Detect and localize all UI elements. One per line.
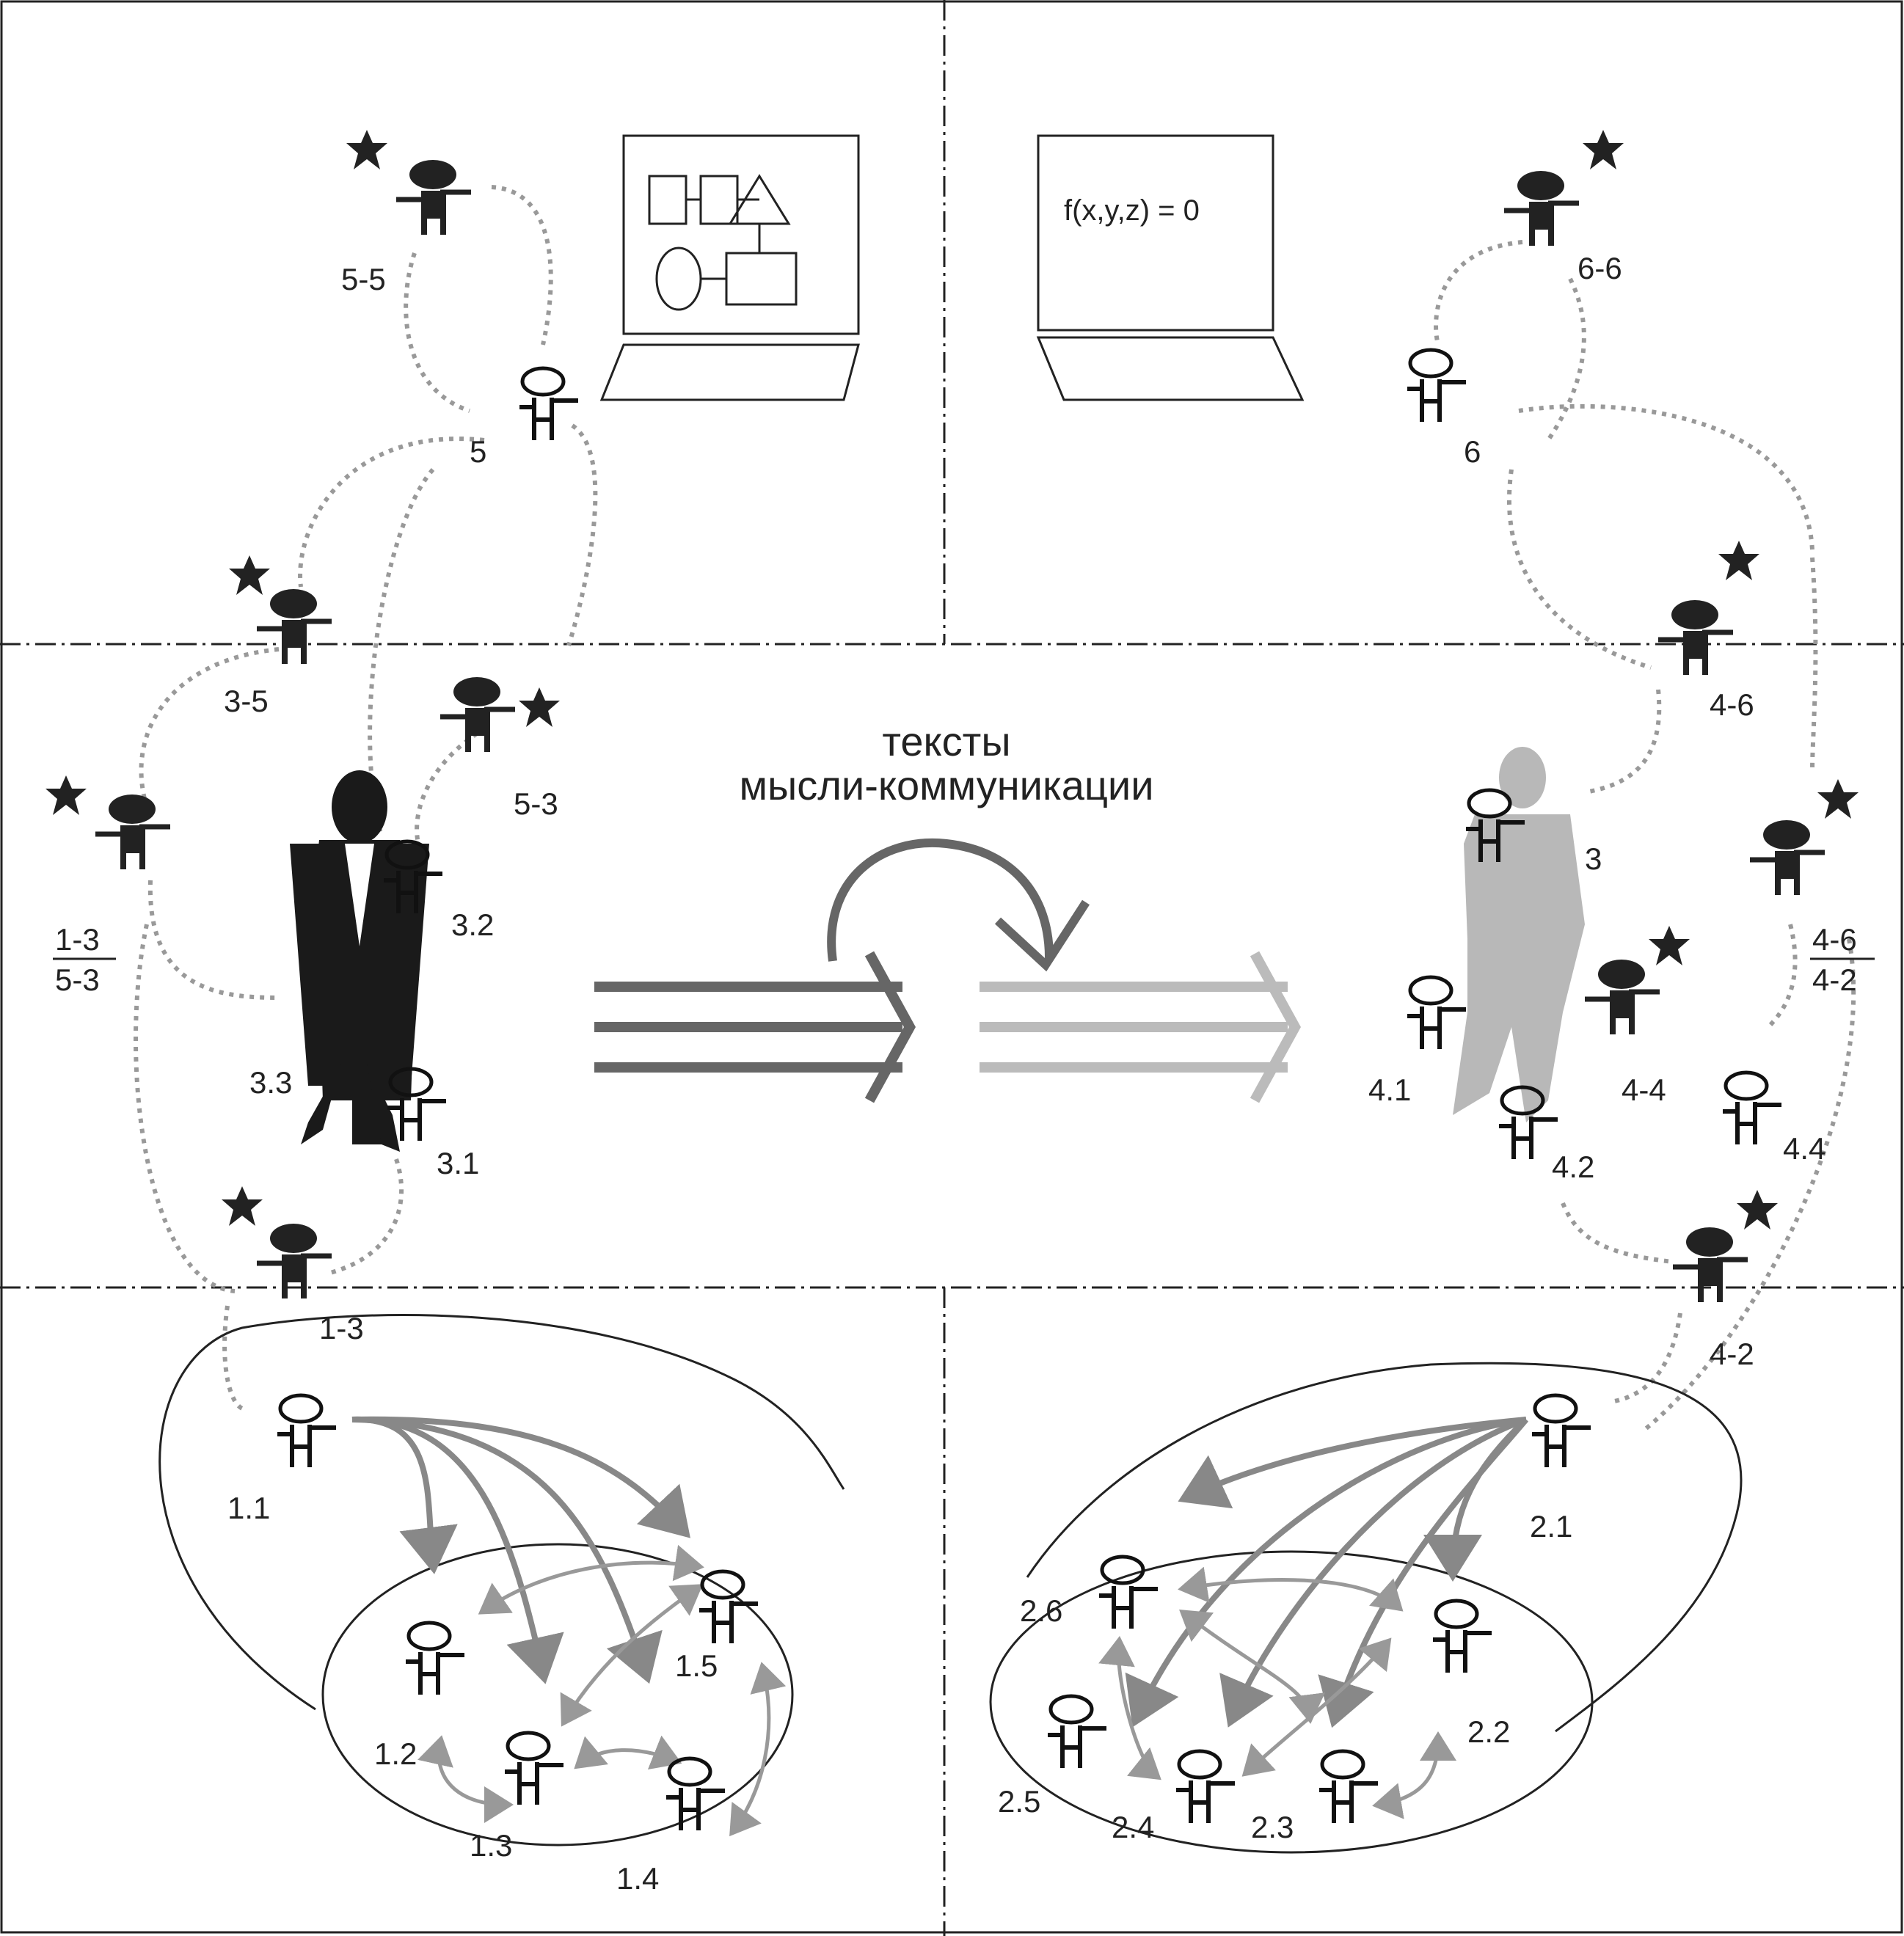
laptop-right — [1036, 134, 1305, 401]
labels: 5-5 5 3-5 5-3 1-3 5-3 3.2 3.3 3.1 1-3 6-… — [53, 251, 1875, 1896]
label-4-2b: 4-2 — [1710, 1337, 1754, 1371]
label-3-3: 3.3 — [249, 1065, 292, 1100]
label-2-3: 2.3 — [1251, 1810, 1294, 1844]
caption-line-2: мысли-коммуникации — [740, 762, 1154, 808]
label-2-1: 2.1 — [1530, 1509, 1572, 1544]
label-1-1: 1.1 — [227, 1491, 270, 1525]
curved-arrow — [827, 838, 1090, 972]
dotted-links — [134, 185, 1856, 1433]
label-1-5: 1.5 — [675, 1648, 718, 1683]
label-3: 3 — [1585, 841, 1602, 876]
laptop-left — [599, 134, 860, 401]
group-1-ellipse — [158, 1314, 845, 1846]
label-4-6-den: 4-2 — [1812, 962, 1857, 997]
label-2-2: 2.2 — [1467, 1714, 1510, 1749]
screen-formula: f(x,y,z) = 0 — [1064, 194, 1200, 227]
label-4-4a: 4-4 — [1622, 1073, 1666, 1107]
label-5: 5 — [470, 434, 486, 469]
label-1-3: 1-3 — [319, 1311, 364, 1345]
center-arrow-dark — [594, 951, 916, 1103]
label-3-2: 3.2 — [451, 907, 494, 942]
businessman-dark-icon — [290, 770, 429, 1152]
label-2-6: 2.6 — [1020, 1593, 1062, 1628]
label-4-6: 4-6 — [1710, 687, 1754, 722]
businessman-light-icon — [1453, 747, 1585, 1122]
group-1-mutual-arrows — [417, 1544, 787, 1837]
label-5-3: 5-3 — [514, 786, 558, 821]
label-1-3b: 1.3 — [470, 1828, 512, 1863]
label-2-5: 2.5 — [998, 1784, 1040, 1819]
label-1-3-den: 5-3 — [55, 962, 100, 997]
label-1-3-num: 1-3 — [55, 922, 100, 957]
group-2-ellipse — [989, 1362, 1743, 1854]
label-6: 6 — [1464, 434, 1481, 469]
label-4-4: 4.4 — [1783, 1131, 1825, 1166]
label-2-4: 2.4 — [1112, 1810, 1154, 1844]
caption-line-1: тексты — [882, 718, 1010, 764]
center-arrow-light — [980, 951, 1301, 1103]
group-1-arrows — [351, 1416, 690, 1684]
group-2-arrows — [1125, 1417, 1529, 1728]
label-3-5: 3-5 — [224, 684, 269, 718]
label-5-5: 5-5 — [341, 262, 386, 296]
label-1-4: 1.4 — [616, 1861, 659, 1896]
label-4-6-num: 4-6 — [1812, 922, 1857, 957]
label-6-6: 6-6 — [1577, 251, 1622, 285]
label-4-2: 4.2 — [1552, 1150, 1594, 1184]
label-1-2: 1.2 — [374, 1736, 417, 1771]
label-3-1: 3.1 — [437, 1146, 479, 1180]
label-4-1: 4.1 — [1368, 1073, 1411, 1107]
group-2-mutual-arrows — [1098, 1566, 1456, 1819]
